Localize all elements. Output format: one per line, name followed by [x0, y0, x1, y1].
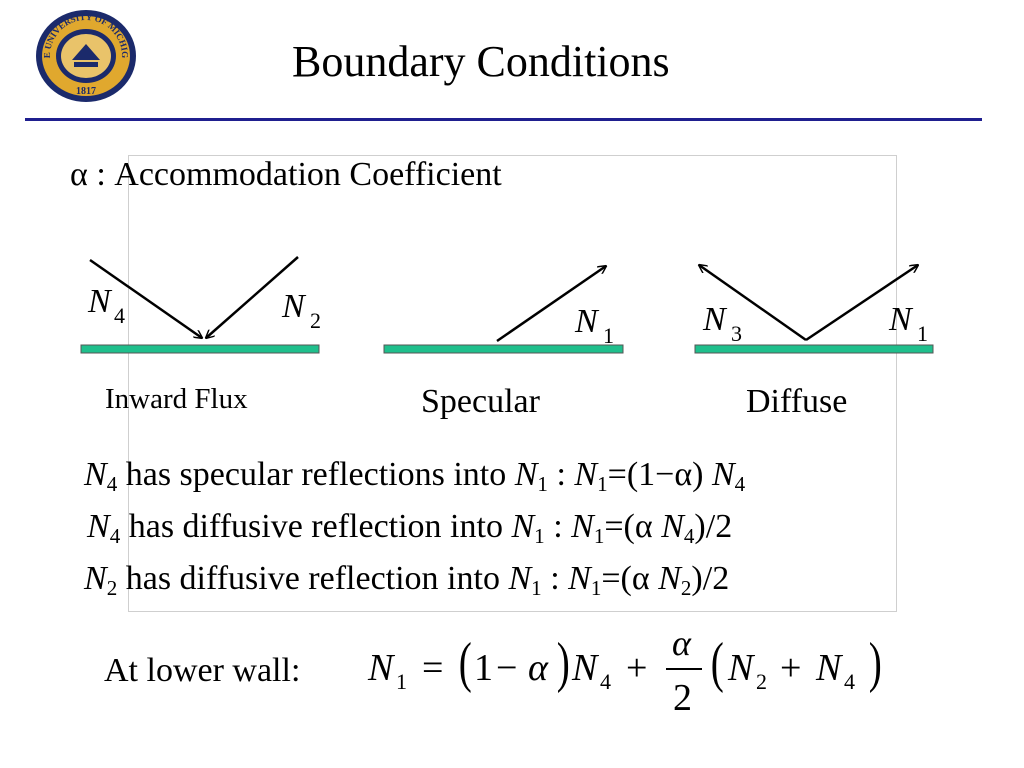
formula-alpha: α [528, 647, 548, 689]
statement-diffuse-n2: N2 has diffusive reflection into N1 : N1… [84, 560, 730, 600]
arrow-n3-diffuse [699, 265, 807, 342]
wall-inward [80, 344, 320, 354]
content-frame [128, 155, 897, 612]
arrow-n1-diffuse [805, 265, 918, 342]
label-n3-sub: 3 [731, 321, 742, 346]
label-n4-sub: 4 [114, 303, 125, 328]
seal-lamp-icon [72, 44, 100, 60]
university-seal-logo: THE UNIVERSITY OF MICHIGAN 1817 [34, 8, 136, 102]
label-n2-sub: 2 [310, 308, 321, 333]
lower-wall-formula: At lower wall: N 1 = ( 1 − α ) N 4 + α 2… [104, 623, 882, 719]
label-n1-spec-var: N [574, 303, 600, 340]
formula-n1: N [368, 647, 394, 689]
fraction-denominator: 2 [673, 677, 692, 719]
statement-diffuse-n4: N4 has diffusive reflection into N1 : N1… [87, 508, 733, 548]
paren-close-2: ) [868, 632, 882, 694]
arrow-n2-incoming [206, 256, 299, 338]
fraction-bar [666, 668, 702, 670]
alpha-symbol: α [70, 156, 88, 193]
label-n1-diff-sub: 1 [917, 321, 928, 346]
label-n4-var: N [87, 283, 113, 320]
seal-year: 1817 [76, 86, 96, 97]
caption-diffuse: Diffuse [746, 383, 848, 420]
paren-close-1: ) [556, 632, 570, 694]
fraction-numerator: α [672, 623, 691, 663]
statement-specular: N4 has specular reflections into N1 : N1… [84, 456, 746, 496]
label-n3-var: N [702, 301, 728, 338]
formula-equals: = [422, 647, 444, 689]
accommodation-coefficient-heading: α : Accommodation Coefficient [70, 158, 502, 192]
label-n1-spec-sub: 1 [603, 323, 614, 348]
caption-specular: Specular [421, 383, 540, 420]
paren-open-2: ( [710, 632, 724, 694]
subtitle-text: : Accommodation Coefficient [96, 156, 502, 193]
paren-open-1: ( [458, 632, 472, 694]
reflection-diagrams: N 4 N 2 N 1 N 3 N 1 [80, 256, 934, 354]
formula-lead: At lower wall: [104, 652, 301, 689]
wall-diffuse [694, 344, 934, 354]
arrow-n1-specular [496, 266, 606, 343]
arrow-n4-incoming [89, 258, 202, 338]
slide-title: Boundary Conditions [292, 37, 670, 86]
wall-specular [383, 344, 624, 354]
caption-inward-flux: Inward Flux [105, 383, 248, 415]
label-n2-var: N [281, 288, 307, 325]
title-divider [25, 118, 982, 121]
label-n1-diff-var: N [888, 301, 914, 338]
